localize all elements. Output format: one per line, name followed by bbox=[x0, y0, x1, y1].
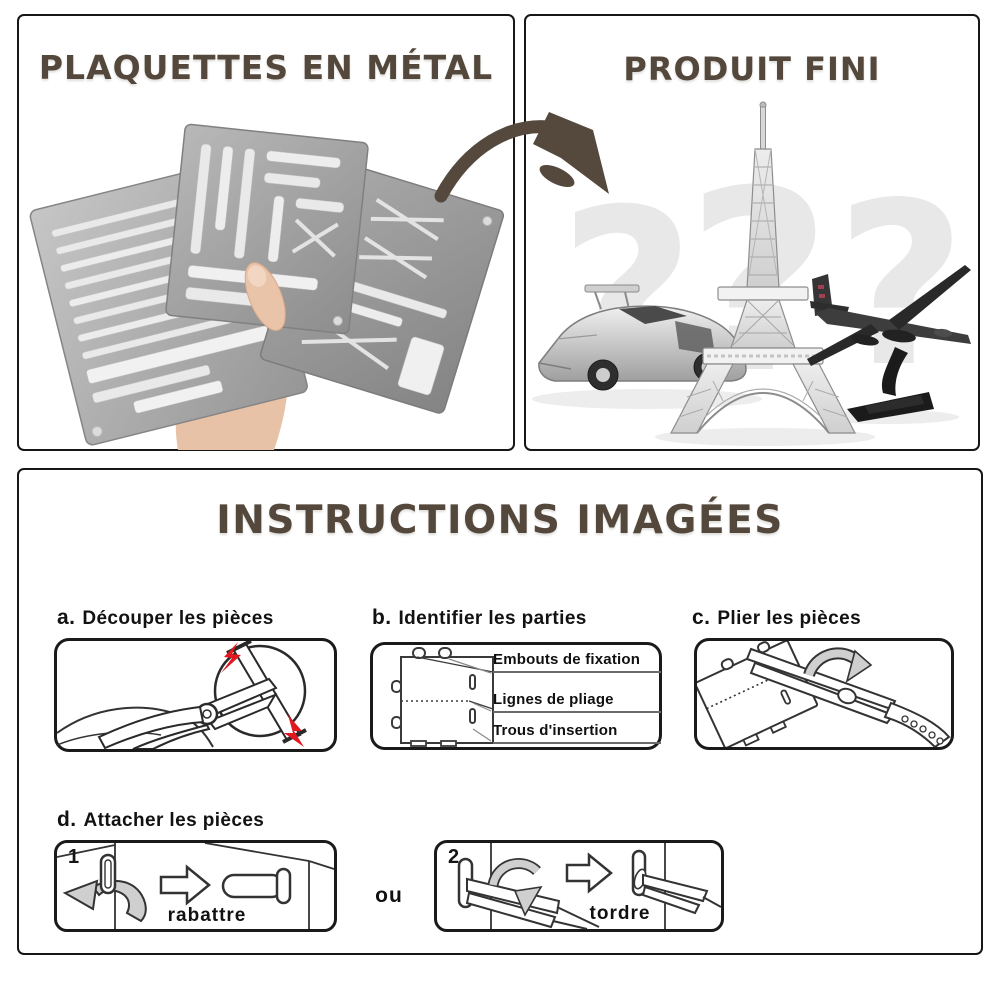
step-d-letter: d. bbox=[57, 808, 77, 831]
option-1-caption: rabattre bbox=[167, 905, 247, 926]
twist-direction-arrow-icon bbox=[513, 885, 543, 917]
shadow bbox=[655, 428, 875, 446]
option-2-number: 2 bbox=[448, 846, 460, 868]
step-c-text: Plier les pièces bbox=[717, 608, 862, 629]
cut-pieces-illustration bbox=[54, 638, 337, 752]
fold-direction-arrow-icon bbox=[845, 649, 873, 683]
step-a-letter: a. bbox=[57, 606, 76, 629]
identify-parts-illustration: Embouts de fixation Lignes de pliage Tro… bbox=[370, 642, 662, 750]
option-2-caption: tordre bbox=[589, 903, 651, 924]
bending-pliers-icon bbox=[697, 641, 951, 747]
fold-pieces-illustration bbox=[694, 638, 954, 750]
spark-icon bbox=[221, 642, 241, 673]
flat-part-diagram-icon bbox=[391, 647, 494, 747]
next-step-arrow-icon bbox=[159, 864, 211, 906]
annotation-insertion-holes: Trous d'insertion bbox=[493, 722, 661, 744]
spark-icon bbox=[284, 715, 304, 747]
metal-plane-model bbox=[807, 265, 971, 422]
metal-plates-panel: PLAQUETTES EN MÉTAL bbox=[17, 14, 515, 451]
step-a-text: Découper les pièces bbox=[82, 608, 274, 629]
finished-product-panel: ? ? ? bbox=[524, 14, 980, 451]
hand-thumb bbox=[244, 262, 286, 331]
option-1-number: 1 bbox=[68, 846, 80, 868]
finished-product-title: PRODUIT FINI bbox=[623, 50, 881, 88]
attach-option-twist-illustration: 2 tordre bbox=[434, 840, 724, 932]
instructions-panel: INSTRUCTIONS IMAGÉES a. Découper les pièc… bbox=[17, 468, 983, 955]
step-c-label: c. Plier les pièces bbox=[692, 606, 861, 630]
annotation-fold-lines: Lignes de pliage bbox=[493, 691, 661, 713]
metal-plates-title: PLAQUETTES EN MÉTAL bbox=[38, 48, 494, 87]
step-a-label: a. Découper les pièces bbox=[57, 606, 274, 630]
instructions-title: INSTRUCTIONS IMAGÉES bbox=[216, 498, 784, 543]
twist-tab-icon bbox=[457, 843, 721, 929]
next-step-arrow-icon bbox=[565, 852, 613, 894]
attach-option-fold-illustration: 1 rabattre bbox=[54, 840, 337, 932]
metal-sheets-photo bbox=[29, 123, 505, 450]
eiffel-tower-model bbox=[670, 101, 856, 434]
step-d-text: Attacher les pièces bbox=[83, 810, 265, 831]
finished-models-photo: ? ? ? bbox=[532, 101, 971, 446]
step-c-letter: c. bbox=[692, 606, 711, 629]
step-b-label: b. Identifier les parties bbox=[372, 606, 587, 630]
cutting-pliers-icon bbox=[57, 641, 307, 749]
step-b-text: Identifier les parties bbox=[398, 608, 587, 629]
fold-tab-icon bbox=[57, 843, 334, 929]
curved-arrow-icon bbox=[433, 92, 619, 208]
step-b-letter: b. bbox=[372, 606, 392, 629]
metal-plate-middle bbox=[165, 123, 369, 335]
step-d-label: d. Attacher les pièces bbox=[57, 808, 264, 832]
annotation-fixation-tabs: Embouts de fixation bbox=[493, 651, 661, 673]
or-separator: ou bbox=[375, 884, 403, 907]
